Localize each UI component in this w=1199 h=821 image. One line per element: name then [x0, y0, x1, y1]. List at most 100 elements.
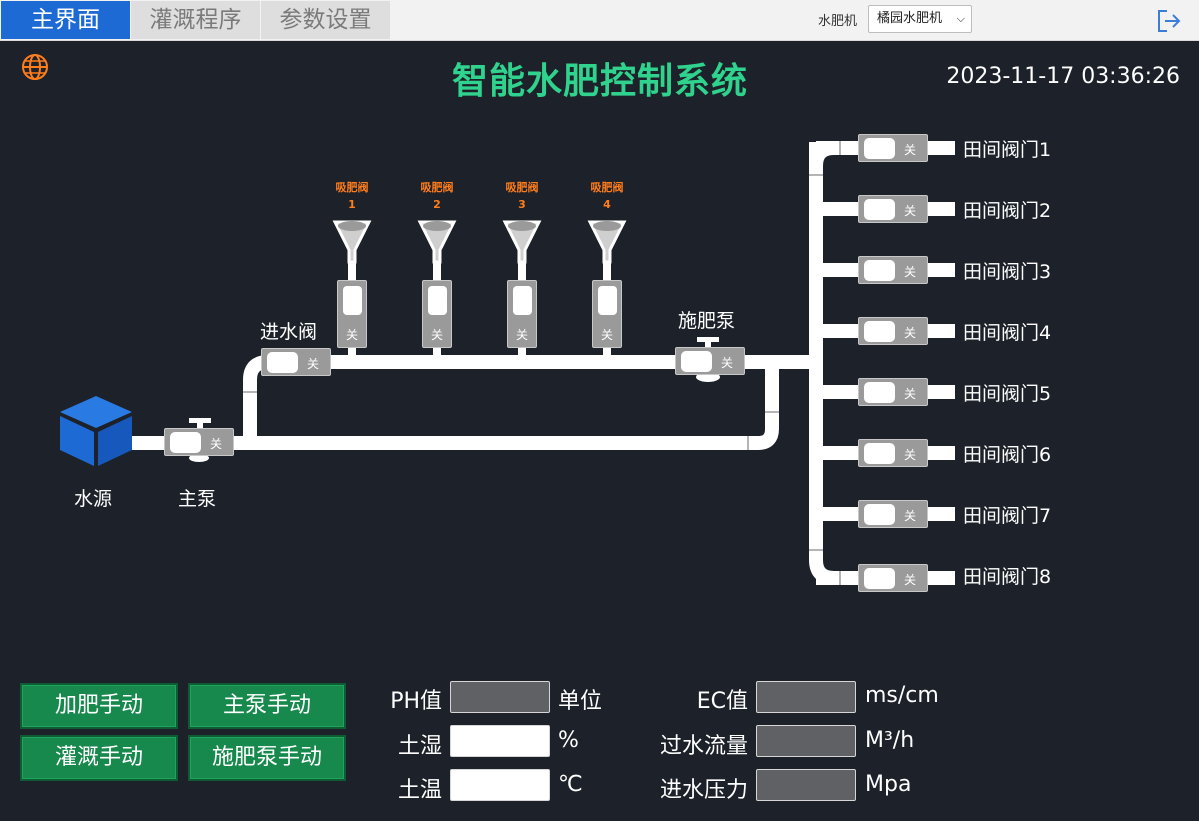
inlet-valve-switch[interactable]: 关	[261, 348, 331, 376]
switch-knob	[864, 138, 895, 159]
switch-knob	[864, 382, 895, 403]
irrigation-manual-button[interactable]: 灌溉手动	[20, 735, 178, 781]
field-valve-2-switch[interactable]: 关	[858, 195, 928, 223]
switch-knob	[428, 286, 447, 315]
switch-knob	[864, 504, 895, 525]
switch-state: 关	[516, 328, 529, 342]
suck-valve-number: 4	[603, 198, 611, 211]
switch-state: 关	[210, 437, 223, 451]
switch-state: 关	[904, 509, 917, 523]
switch-state: 关	[904, 143, 917, 157]
device-select[interactable]: 橘园水肥机 ⌵	[868, 5, 972, 33]
ph-unit: 单位	[558, 689, 603, 714]
fert-pump-manual-button[interactable]: 施肥泵手动	[188, 735, 346, 781]
switch-knob	[170, 432, 201, 453]
suck-valve-2-label: 吸肥阀 2	[412, 179, 462, 213]
switch-state: 关	[431, 328, 444, 342]
field-valve-1-switch[interactable]: 关	[858, 134, 928, 162]
main-pump-switch[interactable]: 关	[164, 428, 234, 456]
globe-icon[interactable]	[21, 53, 49, 81]
suck-valve-name: 吸肥阀	[505, 181, 539, 194]
device-label: 水肥机	[818, 14, 858, 29]
switch-knob	[598, 286, 617, 315]
fert-pump-switch[interactable]: 关	[675, 347, 745, 375]
pressure-value	[756, 769, 856, 801]
main-pump-label: 主泵	[178, 488, 217, 510]
field-valve-6-switch[interactable]: 关	[858, 439, 928, 467]
water-source-cube-icon	[60, 396, 132, 466]
switch-state: 关	[601, 328, 614, 342]
switch-state: 关	[307, 357, 320, 371]
field-valve-5-label: 田间阀门5	[963, 383, 1052, 405]
add-fert-manual-button[interactable]: 加肥手动	[20, 683, 178, 729]
switch-knob	[864, 321, 895, 342]
switch-knob	[267, 352, 298, 373]
water-source-label: 水源	[74, 488, 113, 510]
pressure-unit: Mpa	[865, 772, 912, 797]
field-valve-2-label: 田间阀门2	[963, 200, 1052, 222]
suck-valve-3-switch[interactable]: 关	[507, 280, 537, 348]
field-valve-7-label: 田间阀门7	[963, 505, 1052, 527]
ec-value	[756, 681, 856, 713]
ec-label: EC值	[696, 689, 748, 714]
page-title: 智能水肥控制系统	[451, 61, 748, 102]
switch-state: 关	[904, 204, 917, 218]
field-valve-8-switch[interactable]: 关	[858, 564, 928, 592]
field-valve-4-label: 田间阀门4	[963, 322, 1052, 344]
field-valve-4-switch[interactable]: 关	[858, 317, 928, 345]
switch-state: 关	[904, 448, 917, 462]
switch-knob	[343, 286, 362, 315]
suck-valve-3-label: 吸肥阀 3	[497, 179, 547, 213]
soil-temp-label: 土温	[397, 778, 442, 803]
suck-valve-number: 2	[433, 198, 441, 211]
switch-knob	[864, 443, 895, 464]
field-valve-3-switch[interactable]: 关	[858, 256, 928, 284]
logout-icon[interactable]	[1155, 8, 1183, 34]
switch-knob	[864, 260, 895, 281]
switch-state: 关	[904, 573, 917, 587]
inlet-valve-label: 进水阀	[260, 321, 318, 343]
field-valve-1-label: 田间阀门1	[963, 139, 1052, 161]
soil-temp-value	[450, 769, 550, 801]
switch-knob	[513, 286, 532, 315]
field-valve-5-switch[interactable]: 关	[858, 378, 928, 406]
soil-humidity-value	[450, 725, 550, 757]
suck-valve-name: 吸肥阀	[335, 181, 369, 194]
flow-unit: M³/h	[865, 728, 915, 753]
switch-state: 关	[904, 265, 917, 279]
tab-parameter-settings[interactable]: 参数设置	[261, 1, 390, 39]
soil-temp-unit: ℃	[558, 772, 583, 797]
suck-valve-name: 吸肥阀	[590, 181, 624, 194]
switch-state: 关	[904, 326, 917, 340]
pressure-label: 进水压力	[659, 778, 748, 803]
tab-main[interactable]: 主界面	[1, 1, 130, 39]
tab-irrigation-program[interactable]: 灌溉程序	[131, 1, 260, 39]
field-valve-7-switch[interactable]: 关	[858, 500, 928, 528]
device-select-value: 橘园水肥机	[877, 11, 943, 26]
suck-valve-4-label: 吸肥阀 4	[582, 179, 632, 213]
flow-value	[756, 725, 856, 757]
suck-valve-2-switch[interactable]: 关	[422, 280, 452, 348]
main-pump-manual-button[interactable]: 主泵手动	[188, 683, 346, 729]
suck-valve-4-switch[interactable]: 关	[592, 280, 622, 348]
suck-valve-name: 吸肥阀	[420, 181, 454, 194]
field-valve-8-label: 田间阀门8	[963, 566, 1052, 588]
chevron-down-icon: ⌵	[956, 12, 965, 25]
field-valve-6-label: 田间阀门6	[963, 444, 1052, 466]
suck-valve-number: 3	[518, 198, 526, 211]
switch-state: 关	[346, 328, 359, 342]
field-valve-3-label: 田间阀门3	[963, 261, 1052, 283]
fert-pump-label: 施肥泵	[678, 310, 736, 332]
soil-humidity-label: 土湿	[397, 734, 442, 759]
top-bar: 主界面 灌溉程序 参数设置 水肥机 橘园水肥机 ⌵	[0, 0, 1199, 41]
ec-unit: ms/cm	[865, 683, 939, 708]
switch-knob	[864, 568, 895, 589]
switch-state: 关	[721, 356, 734, 370]
flow-label: 过水流量	[659, 734, 748, 759]
switch-knob	[864, 199, 895, 220]
suck-valve-1-switch[interactable]: 关	[337, 280, 367, 348]
switch-state: 关	[904, 387, 917, 401]
ph-label: PH值	[390, 689, 442, 714]
datetime: 2023-11-17 03:36:26	[946, 64, 1180, 89]
